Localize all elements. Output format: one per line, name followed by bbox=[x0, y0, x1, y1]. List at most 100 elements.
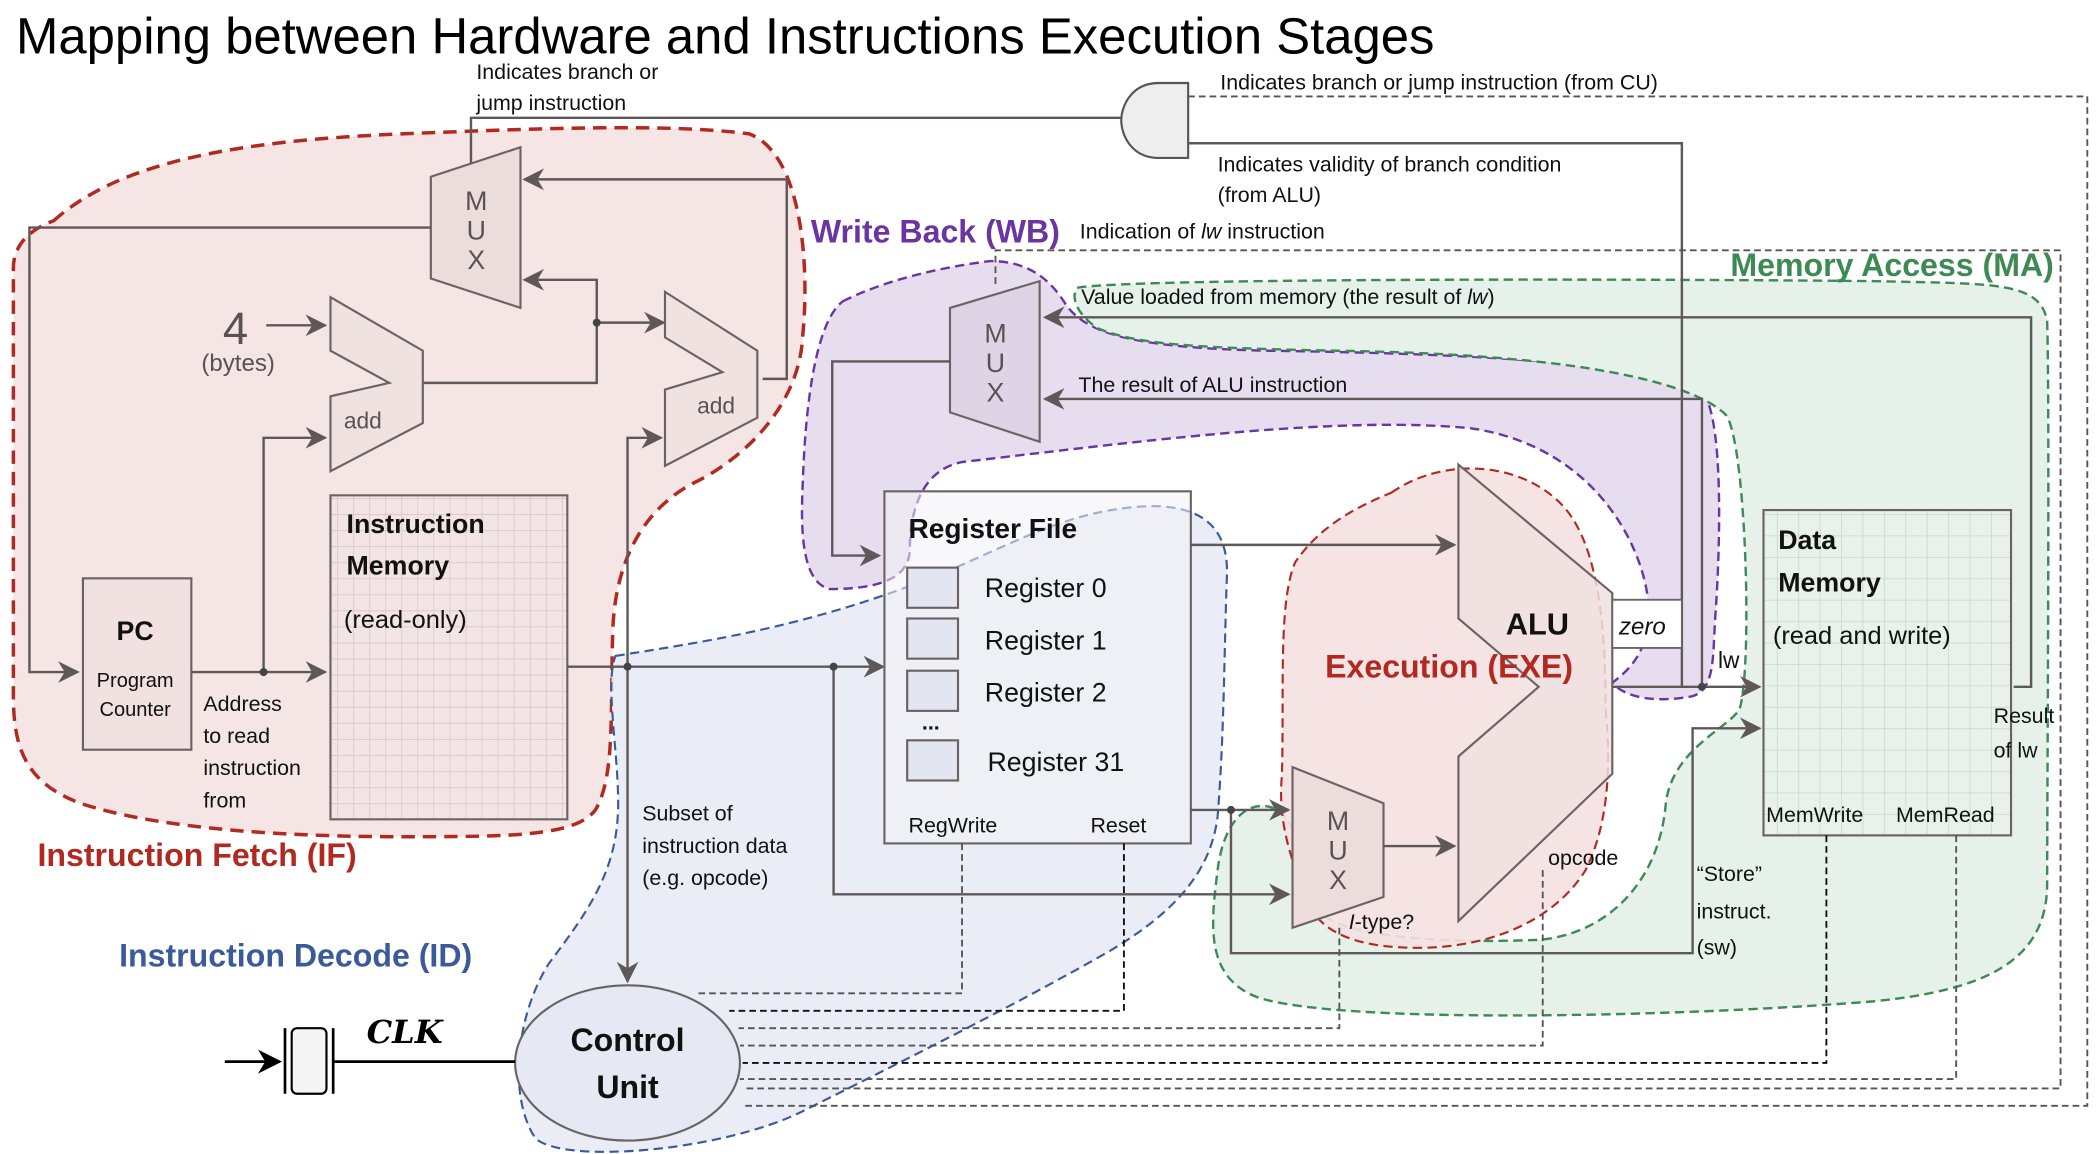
pc-block bbox=[81, 577, 193, 751]
pc-mux-x: X bbox=[467, 245, 485, 275]
adder-branch bbox=[663, 289, 759, 468]
clk-label: CLK bbox=[367, 1013, 444, 1051]
ctl-itype bbox=[738, 927, 1341, 1030]
wire-branch-valid bbox=[1188, 142, 1684, 687]
wire-instr-to-add2 bbox=[626, 426, 664, 667]
label-address-3: instruction bbox=[203, 756, 301, 780]
label-branch-valid-1: Indicates validity of branch condition bbox=[1218, 152, 1562, 176]
wire-alu-to-wbmux bbox=[1042, 388, 1704, 687]
label-subset-1: Subset of bbox=[642, 802, 732, 826]
page-title: Mapping between Hardware and Instruction… bbox=[16, 8, 1434, 65]
register-cell-31 bbox=[906, 739, 960, 782]
register-label-31: Register 31 bbox=[987, 747, 1124, 777]
junction bbox=[623, 662, 632, 671]
adder-branch-label: add bbox=[697, 393, 735, 419]
junction bbox=[259, 668, 268, 677]
alu-label: ALU bbox=[1506, 607, 1569, 642]
alu-zero: zero bbox=[1618, 614, 1666, 641]
wire-and-to-mux bbox=[469, 116, 1122, 168]
junction bbox=[592, 318, 601, 327]
wire-branch-target-to-mux bbox=[522, 168, 788, 381]
label-store-1: “Store” bbox=[1697, 862, 1762, 886]
pc-title: PC bbox=[117, 616, 154, 646]
stage-label-exe: Execution (EXE) bbox=[1325, 648, 1573, 684]
label-itype: I-type? bbox=[1349, 910, 1415, 934]
ctl-memwrite bbox=[742, 835, 1828, 1064]
exe-mux-m: M bbox=[1327, 806, 1349, 836]
ctl-reset bbox=[729, 843, 1125, 1012]
exe-mux bbox=[1291, 765, 1385, 930]
label-subset-3: (e.g. opcode) bbox=[642, 866, 768, 890]
label-result-2: of lw bbox=[1994, 739, 2039, 763]
label-subset-2: instruction data bbox=[642, 834, 787, 858]
dmem-line-3: (read and write) bbox=[1773, 622, 1951, 650]
junction bbox=[829, 662, 838, 671]
wire-rf-to-dmem bbox=[1229, 717, 1762, 955]
exe-mux-u: U bbox=[1328, 835, 1347, 865]
register-cell-0 bbox=[906, 566, 960, 609]
wb-mux-u: U bbox=[986, 348, 1005, 378]
label-branch-from-cu: Indicates branch or jump instruction (fr… bbox=[1220, 71, 1658, 95]
label-branch-jump-1: Indicates branch or bbox=[476, 60, 658, 84]
ctl-branch-from-cu bbox=[742, 95, 2089, 1107]
wire-mem-to-wbmux bbox=[1042, 306, 2033, 688]
wb-mux-x: X bbox=[987, 378, 1005, 408]
regfile-regwrite: RegWrite bbox=[909, 814, 998, 838]
wire-mux-to-pc bbox=[28, 226, 431, 683]
register-label-2: Register 2 bbox=[985, 677, 1107, 707]
label-store-2: instruct. bbox=[1697, 899, 1772, 923]
dmem-line-1: Data bbox=[1778, 525, 1837, 555]
label-address-1: Address bbox=[203, 692, 282, 716]
register-cell-1 bbox=[906, 617, 960, 660]
label-value-loaded: Value loaded from memory (the result of … bbox=[1081, 285, 1495, 309]
stage-label-if: Instruction Fetch (IF) bbox=[37, 837, 356, 873]
const-bytes: (bytes) bbox=[201, 350, 275, 377]
label-alu-result: The result of ALU instruction bbox=[1078, 373, 1347, 397]
wire-wbmux-to-rf bbox=[831, 360, 950, 567]
junction bbox=[1226, 805, 1235, 814]
label-lw-addr: lw bbox=[1718, 647, 1740, 673]
label-result-1: Result bbox=[1994, 704, 2055, 728]
dmem-memwrite: MemWrite bbox=[1766, 803, 1863, 827]
stage-label-ma: Memory Access (MA) bbox=[1730, 247, 2053, 283]
regfile-reset: Reset bbox=[1090, 814, 1146, 838]
label-store-3: (sw) bbox=[1697, 936, 1737, 960]
register-cell-2 bbox=[906, 669, 960, 712]
data-memory bbox=[1762, 508, 2013, 837]
pc-mux bbox=[429, 145, 522, 310]
register-ellipsis: ... bbox=[922, 711, 940, 735]
wire-pc4-to-mux bbox=[422, 268, 598, 385]
label-lw-indication: Indication of lw instruction bbox=[1080, 219, 1325, 243]
pc-sub-1: Program bbox=[97, 670, 174, 692]
wb-mux-m: M bbox=[984, 319, 1006, 349]
const-four: 4 bbox=[223, 303, 248, 354]
zero-flag-box bbox=[1611, 598, 1683, 649]
ctl-lw-indication bbox=[742, 249, 2062, 1090]
label-address-4: from bbox=[203, 788, 246, 812]
label-branch-jump-2: jump instruction bbox=[475, 91, 626, 115]
exe-mux-x: X bbox=[1329, 865, 1347, 895]
junction bbox=[1697, 682, 1706, 691]
regfile-title: Register File bbox=[909, 513, 1078, 544]
pc-sub-2: Counter bbox=[99, 699, 171, 721]
pc-mux-u: U bbox=[467, 216, 486, 246]
stage-label-id: Instruction Decode (ID) bbox=[119, 938, 472, 974]
alu-opcode: opcode bbox=[1548, 846, 1618, 870]
and-gate bbox=[1120, 81, 1190, 160]
dmem-line-2: Memory bbox=[1778, 568, 1881, 598]
register-file bbox=[883, 490, 1192, 845]
ctl-regwrite bbox=[695, 843, 963, 995]
ctl-opcode bbox=[739, 870, 1544, 1047]
register-label-1: Register 1 bbox=[985, 625, 1107, 655]
wire-pc-to-add bbox=[262, 426, 328, 673]
imem-line-3: (read-only) bbox=[344, 606, 467, 634]
adder-pc4-label: add bbox=[344, 407, 382, 433]
wire-instr-to-exemux bbox=[832, 666, 1291, 906]
cu-line-1: Control bbox=[570, 1022, 684, 1058]
register-label-0: Register 0 bbox=[985, 573, 1107, 603]
imem-line-1: Instruction bbox=[347, 509, 485, 539]
stage-label-wb: Write Back (WB) bbox=[811, 213, 1060, 249]
label-branch-valid-2: (from ALU) bbox=[1218, 183, 1321, 207]
wb-mux bbox=[948, 279, 1041, 444]
